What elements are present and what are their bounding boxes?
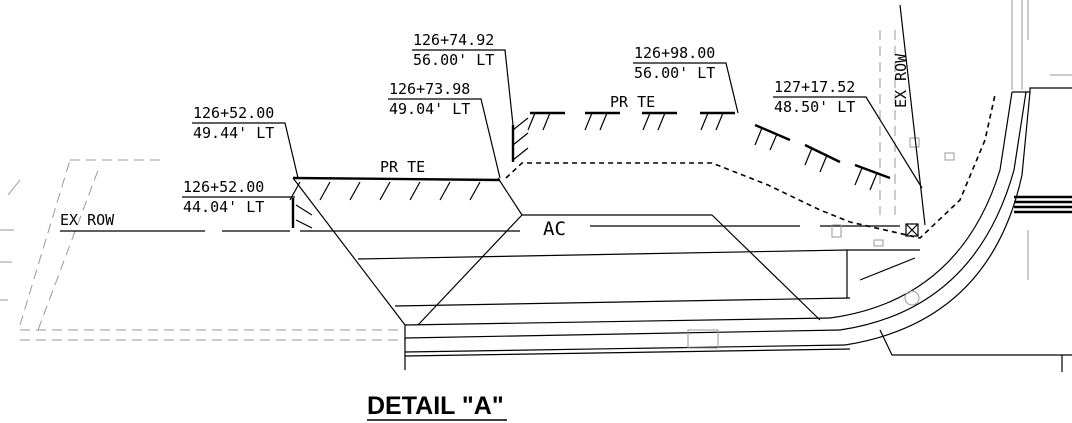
callout-leaders [182,49,923,198]
existing-linework-right [831,0,1072,280]
proposed-te-line [289,111,891,229]
ex-row-label-right: EX ROW [892,53,910,108]
callout-1-offset: 49.44' LT [193,124,274,142]
curb-return [829,87,1072,372]
callout-5-station: 126+98.00 [634,44,715,62]
callout-4-offset: 56.00' LT [413,51,494,69]
callout-4-station: 126+74.92 [413,31,494,49]
existing-linework-left [0,159,405,341]
callout-2-station: 126+52.00 [183,178,264,196]
callout-2-offset: 44.04' LT [183,198,264,216]
pr-te-label-right: PR TE [610,93,655,111]
proposed-pavement [292,177,920,370]
callout-1-station: 126+52.00 [193,104,274,122]
callout-3-station: 126+73.98 [389,80,470,98]
ex-row-label-left: EX ROW [60,211,115,229]
ac-label: AC [543,218,566,240]
existing-row-line [60,225,900,232]
callout-5-offset: 56.00' LT [634,64,715,82]
ex-row-line-right [899,4,926,226]
callout-6-offset: 48.50' LT [774,98,855,116]
callout-6-station: 127+17.52 [774,78,855,96]
existing-edge-dashed [505,94,996,239]
detail-title: DETAIL "A" [367,392,504,420]
pr-te-label-left: PR TE [380,158,425,176]
callout-3-offset: 49.04' LT [389,100,470,118]
